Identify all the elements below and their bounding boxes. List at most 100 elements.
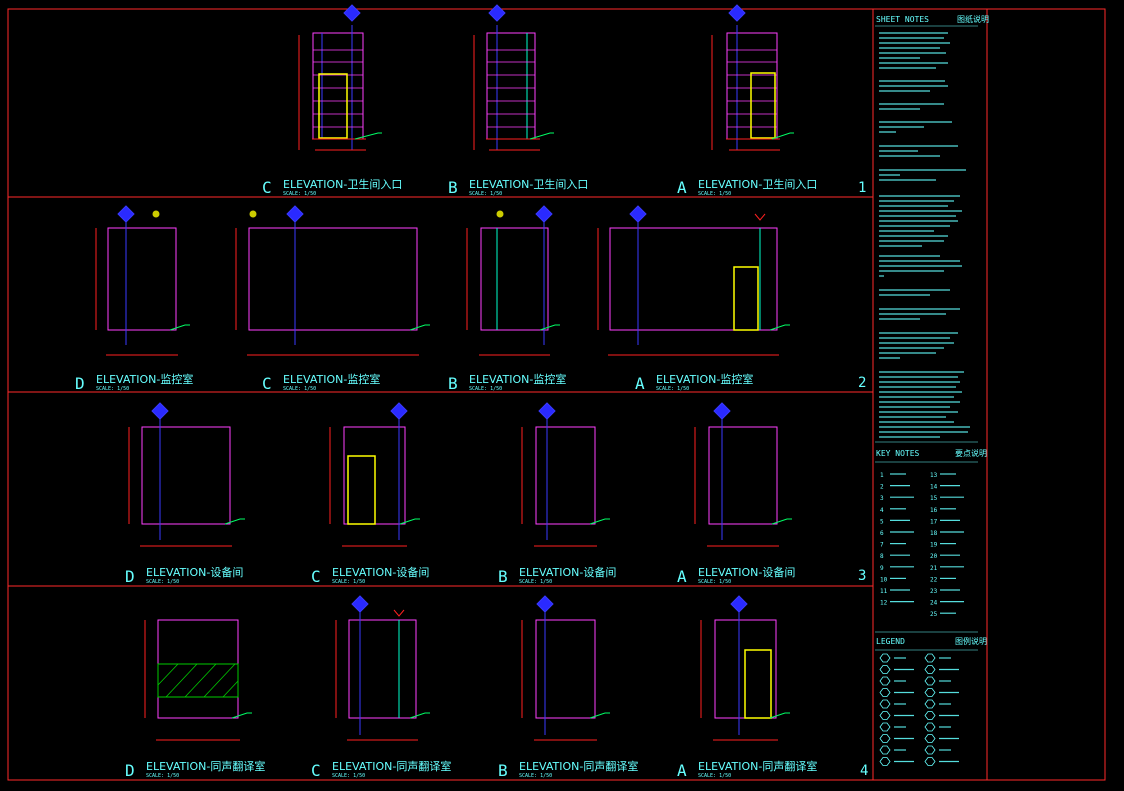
legend-symbol (924, 734, 936, 743)
elevation-title: ELEVATION-卫生间入口 (469, 177, 588, 191)
key-note-number: 15 (930, 495, 938, 502)
row-2 (95, 205, 790, 356)
key-notes-title: KEY NOTES (876, 449, 920, 458)
legend-title-cn: 图例说明 (955, 636, 987, 646)
notes-panel: SHEET NOTES 图纸说明 (875, 14, 989, 766)
elevation-title: ELEVATION-监控室 (656, 372, 753, 386)
elevation-title: ELEVATION-卫生间入口 (698, 177, 817, 191)
legend-symbol (879, 676, 891, 686)
outer-border (7, 8, 1106, 781)
key-note-number: 12 (880, 600, 888, 607)
elevation-drawing (597, 205, 790, 356)
elevation-scale: SCALE: 1/50 (656, 386, 689, 392)
key-note-number: 20 (930, 553, 938, 560)
key-note-number: 7 (880, 542, 884, 549)
key-note-number: 24 (930, 600, 938, 607)
legend-symbol (879, 722, 891, 732)
elevation-title: ELEVATION-同声翻译室 (698, 759, 817, 773)
elevation-scale: SCALE: 1/50 (469, 191, 502, 197)
elevation-scale: SCALE: 1/50 (96, 386, 129, 392)
key-note-number: 10 (880, 576, 888, 583)
elevation-letter: A (677, 567, 687, 586)
elevation-letter: D (125, 567, 135, 586)
key-note-number: 14 (930, 484, 938, 491)
elevation-drawing (700, 595, 790, 741)
elevation-drawing (144, 619, 252, 741)
key-note-number: 23 (930, 588, 938, 595)
row-4 (144, 595, 790, 741)
elevation-letter: C (311, 567, 321, 586)
legend-symbol (924, 711, 936, 720)
elevation-letter: B (448, 374, 458, 393)
legend-symbol (924, 665, 936, 674)
key-note-number: 5 (880, 518, 884, 525)
elevation-title: ELEVATION-设备间 (332, 565, 429, 579)
key-note-number: 22 (930, 576, 938, 583)
elevation-scale: SCALE: 1/50 (283, 191, 316, 197)
key-note-number: 8 (880, 553, 884, 560)
elevation-title: ELEVATION-同声翻译室 (146, 759, 265, 773)
elevation-scale: SCALE: 1/50 (283, 386, 316, 392)
elevation-titles: C ELEVATION-卫生间入口 SCALE: 1/50 B ELEVATIO… (75, 177, 868, 780)
elevation-drawing (95, 205, 190, 356)
elevation-drawing (335, 595, 430, 741)
elevation-title: ELEVATION-监控室 (96, 372, 193, 386)
elevation-letter: D (125, 761, 135, 780)
row-number: 2 (858, 375, 866, 391)
key-note-number: 18 (930, 530, 938, 537)
elevation-title: ELEVATION-卫生间入口 (283, 177, 402, 191)
elevation-drawing (521, 595, 610, 741)
elevation-scale: SCALE: 1/50 (519, 773, 552, 779)
legend-symbol (879, 653, 891, 663)
legend-list (879, 653, 959, 766)
key-note-number: 19 (930, 542, 938, 549)
row-number: 4 (860, 763, 868, 779)
legend-symbol (924, 653, 936, 663)
legend-symbol (924, 722, 936, 732)
elevation-drawing (694, 402, 792, 547)
key-notes-title-cn: 要点说明 (955, 448, 987, 458)
legend-symbol (924, 745, 936, 755)
row-1 (298, 4, 794, 151)
elevation-scale: SCALE: 1/50 (146, 579, 179, 585)
elevation-title: ELEVATION-监控室 (469, 372, 566, 386)
elevation-scale: SCALE: 1/50 (332, 579, 365, 585)
legend-symbol (879, 757, 891, 766)
elevation-drawing (473, 4, 554, 151)
elevation-drawing (466, 205, 560, 356)
elevation-letter: C (262, 178, 272, 197)
legend-symbol (879, 665, 891, 674)
elevation-title: ELEVATION-监控室 (283, 372, 380, 386)
sheet-notes-title-cn: 图纸说明 (957, 14, 989, 24)
elevation-letter: B (448, 178, 458, 197)
elevation-scale: SCALE: 1/50 (519, 579, 552, 585)
elevation-drawing (521, 402, 610, 547)
legend-symbol (879, 688, 891, 697)
legend-symbol (879, 699, 891, 709)
legend-title: LEGEND (876, 637, 905, 646)
legend-symbol (924, 676, 936, 686)
key-note-number: 21 (930, 565, 938, 572)
elevation-scale: SCALE: 1/50 (698, 773, 731, 779)
elevation-scale: SCALE: 1/50 (698, 579, 731, 585)
elevation-letter: C (311, 761, 321, 780)
elevation-scale: SCALE: 1/50 (332, 773, 365, 779)
elevation-letter: C (262, 374, 272, 393)
elevation-letter: A (635, 374, 645, 393)
elevation-letter: B (498, 761, 508, 780)
elevation-letter: A (677, 178, 687, 197)
elevation-letter: D (75, 374, 85, 393)
key-note-number: 11 (880, 588, 888, 595)
key-note-number: 13 (930, 472, 938, 479)
elevation-drawing (329, 402, 420, 547)
key-note-number: 1 (880, 472, 884, 479)
elevation-title: ELEVATION-设备间 (146, 565, 243, 579)
elevation-drawing (128, 402, 245, 547)
elevation-scale: SCALE: 1/50 (146, 773, 179, 779)
elevation-drawing (711, 4, 794, 151)
key-note-number: 16 (930, 507, 938, 514)
elevation-scale: SCALE: 1/50 (698, 191, 731, 197)
legend-symbol (924, 688, 936, 697)
key-notes-list: 1234567891011121314151617181920212223242… (880, 472, 964, 618)
key-note-number: 9 (880, 565, 884, 572)
